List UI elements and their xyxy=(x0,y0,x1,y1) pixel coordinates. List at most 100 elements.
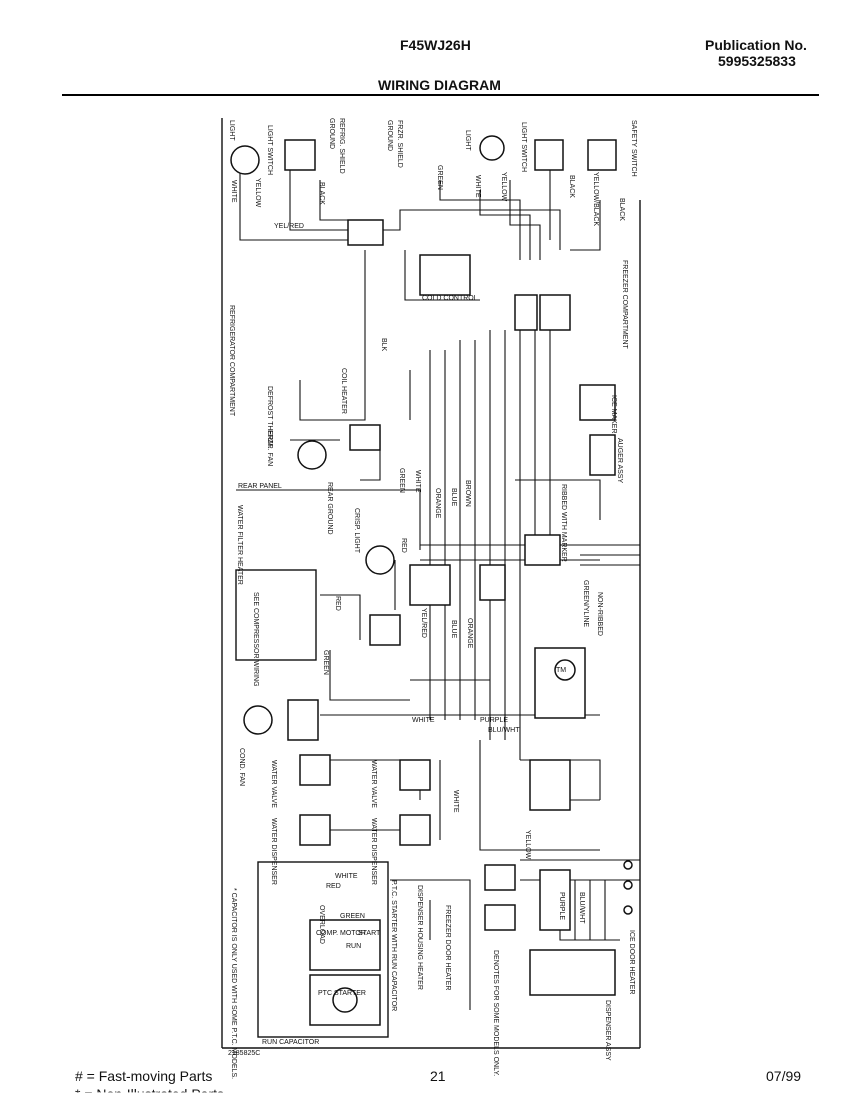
label-black-2: BLACK xyxy=(568,175,575,198)
publication-date: 07/99 xyxy=(766,1068,802,1084)
label-green: GREEN xyxy=(436,165,443,190)
connector-plug xyxy=(514,294,538,331)
connector-block xyxy=(349,424,381,451)
label-freezer-door-heater: FREEZER DOOR HEATER xyxy=(444,905,451,990)
label-cond-fan: COND. FAN xyxy=(238,748,245,786)
label-light-switch: LIGHT SWITCH xyxy=(266,125,273,175)
label-blue: BLUE xyxy=(450,488,457,507)
timer xyxy=(534,647,586,719)
label-freezer-compartment: FREEZER COMPARTMENT xyxy=(621,260,628,350)
label-run: RUN xyxy=(346,943,361,950)
frame-lines xyxy=(221,118,641,1049)
label-ground-2: GROUND xyxy=(386,120,393,151)
label-brown: BROWN xyxy=(464,480,471,507)
model-number: F45WJ26H xyxy=(400,37,471,53)
label-see-compressor-wiring: SEE COMPRESSOR WIRING xyxy=(252,592,259,687)
water-dispenser-valve xyxy=(299,814,331,846)
label-yellow-2: YELLOW xyxy=(500,172,507,202)
dispenser-connector xyxy=(529,759,571,811)
connector-block xyxy=(539,869,571,931)
label-white: WHITE xyxy=(230,180,237,203)
label-ribbed-with-marker: RIBBED WITH MARKER xyxy=(560,484,567,562)
label-green-4: GREEN xyxy=(340,913,365,920)
label-rear-panel: REAR PANEL xyxy=(238,483,282,490)
connector-block xyxy=(524,534,561,566)
label-black-3: BLACK xyxy=(618,198,625,221)
freezer-light-icon xyxy=(479,135,505,161)
freezer-fan-icon xyxy=(297,440,327,470)
label-non-ribbed: NON-RIBBED xyxy=(596,592,603,636)
label-orange-2: ORANGE xyxy=(466,618,473,649)
connector-plug xyxy=(539,294,571,331)
refrigerator-light-icon xyxy=(230,145,260,175)
page-number: 21 xyxy=(430,1068,446,1084)
label-blu-wht: BLU/WHT xyxy=(488,727,520,734)
label-yel-red: YEL/RED xyxy=(274,223,304,230)
header-rule xyxy=(62,94,819,96)
ptc-thermistor-icon xyxy=(332,987,358,1013)
label-safety-switch: SAFETY SWITCH xyxy=(630,120,637,177)
freezer-light-switch xyxy=(534,139,564,171)
label-green-yline: GREEN/YLINE xyxy=(582,580,589,627)
label-ground: GROUND xyxy=(328,118,335,149)
label-crisp-light: CRISP. LIGHT xyxy=(353,508,360,554)
crisper-light-icon xyxy=(365,545,395,575)
label-white-4: WHITE xyxy=(412,717,435,724)
component-labels: LIGHT LIGHT SWITCH REFRIG. SHIELD GROUND… xyxy=(228,118,637,1079)
connector-block xyxy=(479,564,506,601)
comp-motor xyxy=(309,919,381,971)
label-rear-ground: REAR GROUND xyxy=(326,482,333,535)
components xyxy=(230,135,633,1026)
label-run-capacitor: RUN CAPACITOR xyxy=(262,1039,319,1046)
label-capacitor-note: * CAPACITOR IS ONLY USED WITH SOME P.T.C… xyxy=(230,888,237,1079)
label-green-3: GREEN xyxy=(322,650,329,675)
label-frzr-fan: FRZR. FAN xyxy=(266,430,273,466)
label-purple: PURPLE xyxy=(480,717,508,724)
label-blue-2: BLUE xyxy=(450,620,457,639)
refrigerator-light-switch xyxy=(284,139,316,171)
water-valve xyxy=(299,754,331,786)
label-ice-door-heater: ICE DOOR HEATER xyxy=(628,930,635,994)
connector-block xyxy=(409,564,451,606)
legend-fast-moving: # = Fast-moving Parts xyxy=(75,1068,213,1084)
connector-block xyxy=(287,699,319,741)
label-water-dispenser: WATER DISPENSER xyxy=(270,818,277,885)
auger-assy xyxy=(589,434,616,476)
label-white-6: WHITE xyxy=(335,873,358,880)
label-refrigerator-compartment: REFRIGERATOR COMPARTMENT xyxy=(228,305,235,417)
label-yellow: YELLOW xyxy=(254,178,261,208)
label-red: RED xyxy=(400,538,407,553)
label-water-valve-2: WATER VALVE xyxy=(370,760,377,808)
label-water-filter-heater: WATER FILTER HEATER xyxy=(236,505,243,585)
diagram-title: WIRING DIAGRAM xyxy=(378,77,501,93)
label-water-valve: WATER VALVE xyxy=(270,760,277,808)
label-blk: BLK xyxy=(380,338,387,352)
label-ice-maker: ICE MAKER xyxy=(610,395,617,434)
label-red-3: RED xyxy=(326,883,341,890)
label-green-2: GREEN xyxy=(398,468,405,493)
label-light-switch-2: LIGHT SWITCH xyxy=(520,122,527,172)
legend-non-illustrated: * = Non-Illustrated Parts xyxy=(75,1086,225,1102)
label-frzr-shield: FRZR. SHIELD xyxy=(396,120,403,168)
connector-block xyxy=(347,219,384,246)
label-ptc-run-cap: P.T.C. STARTER WITH RUN CAPACITOR xyxy=(390,880,397,1011)
dispenser-assy xyxy=(529,949,616,996)
label-white-2: WHITE xyxy=(474,175,481,198)
publication-number: 5995325833 xyxy=(718,53,796,69)
label-yellow-3: YELLOW xyxy=(524,830,531,860)
label-auger-assy: AUGER ASSY xyxy=(616,438,623,483)
safety-switch xyxy=(587,139,617,171)
label-defrost-therm: DEFROST THERM. xyxy=(266,386,273,448)
label-dispenser-assy: DISPENSER ASSY xyxy=(604,1000,611,1061)
ice-maker xyxy=(579,384,616,421)
publication-label: Publication No. xyxy=(705,37,807,53)
label-light-2: LIGHT xyxy=(464,130,471,151)
label-ptc-starter: PTC STARTER xyxy=(318,990,366,997)
label-light: LIGHT xyxy=(228,120,235,141)
label-start: START xyxy=(358,930,381,937)
condenser-fan-icon xyxy=(243,705,273,735)
label-dispenser-housing-heater: DISPENSER HOUSING HEATER xyxy=(416,885,423,990)
label-purple-2: PURPLE xyxy=(558,892,565,920)
wire-bundle xyxy=(236,160,640,1010)
